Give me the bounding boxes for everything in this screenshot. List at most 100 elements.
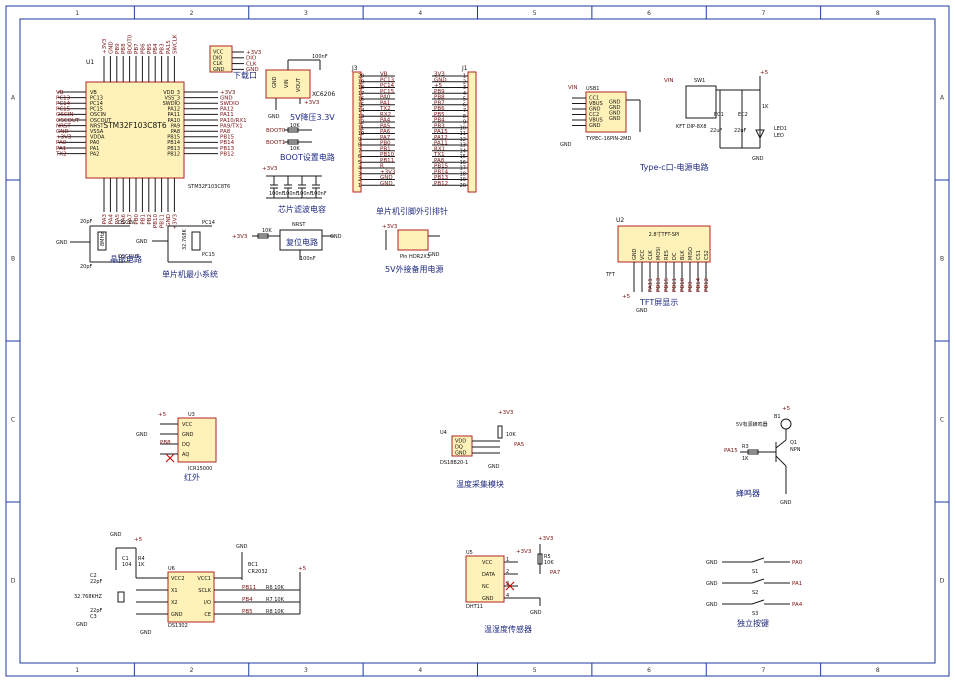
crystal-32k: 32.768K: [182, 229, 188, 250]
section-boot: BOOT设置电路: [280, 152, 335, 162]
svg-text:+5: +5: [134, 537, 143, 543]
svg-text:NPN: NPN: [790, 447, 801, 453]
ds1302-pin: SCLK: [198, 588, 211, 594]
pushbutton-icon[interactable]: [751, 578, 765, 584]
u1-left-pin: PA2: [90, 151, 99, 157]
u1-top-net: PB7: [134, 43, 140, 54]
j3-pin-num: 5: [358, 160, 361, 166]
svg-text:GND: GND: [236, 544, 248, 550]
tft-net: PB14: [696, 277, 702, 292]
j1-pin-num: 16: [460, 160, 466, 166]
svg-text:EC1: EC1: [714, 112, 724, 118]
header-j3[interactable]: [352, 71, 362, 193]
svg-text:10K: 10K: [262, 228, 272, 234]
u1-right-pin: VSS_3: [165, 95, 180, 101]
j3-net: PA0: [380, 95, 391, 101]
dht11-sensor[interactable]: [465, 555, 505, 603]
u1-left-pin: VSSA: [90, 129, 104, 135]
u1-right-net: GND: [220, 95, 233, 101]
u1-right-pin: PA10: [168, 118, 180, 124]
j1-net: PA15: [434, 129, 448, 135]
u1-left-net: PC13: [56, 95, 71, 101]
j1-pin-num: 19: [460, 177, 466, 183]
svg-text:+3V3: +3V3: [232, 234, 248, 240]
pushbutton-icon[interactable]: [751, 599, 765, 605]
svg-text:ICR15000: ICR15000: [188, 466, 212, 472]
svg-text:U5: U5: [466, 550, 473, 556]
u1-left-net: VB: [56, 90, 64, 96]
dht11-pin: DATA: [482, 572, 495, 578]
svg-text:Q1: Q1: [790, 440, 797, 446]
svg-text:+3V3: +3V3: [382, 224, 398, 230]
j1-net: PB13: [434, 175, 449, 181]
u1-top-net: SWCLK: [172, 34, 178, 54]
j1-net: PB15: [434, 164, 449, 170]
download-connector[interactable]: [209, 45, 233, 73]
pushbutton-icon[interactable]: [751, 557, 765, 563]
download-pin: GND: [213, 67, 225, 73]
u1-bottom-net: PB2: [147, 214, 153, 225]
header-j1[interactable]: [467, 71, 477, 193]
ds1302-pin: CE: [204, 612, 211, 618]
j1-net: PB4: [434, 118, 445, 124]
frame-col-label: 3: [304, 667, 308, 674]
key-ref: S3: [752, 611, 758, 617]
j1-net: PB7: [434, 100, 445, 106]
u1-bottom-net: PB11: [160, 214, 166, 228]
u1-right-pin: PA11: [168, 112, 180, 118]
j3-pin-num: 17: [358, 91, 364, 97]
j3-net: PA5: [380, 123, 391, 129]
svg-text:104: 104: [122, 562, 132, 568]
typec-connector[interactable]: [585, 91, 627, 133]
section-decoupling: 芯片滤波电容: [278, 204, 326, 214]
j3-pin-num: 14: [358, 108, 364, 114]
frame-col-label: 8: [876, 667, 880, 674]
svg-text:DHT11: DHT11: [466, 604, 483, 610]
svg-text:2.8寸TFT-SPI: 2.8寸TFT-SPI: [649, 231, 680, 238]
u1-chip[interactable]: [85, 81, 185, 179]
ir-receiver[interactable]: [177, 417, 217, 463]
j1-net: TX1: [433, 152, 445, 158]
decap-value: 100nF: [283, 191, 299, 197]
u1-right-net: SWDIO: [220, 101, 240, 107]
tft-pin: RES: [664, 250, 670, 260]
u1-top-net: PB9: [115, 43, 121, 54]
frame-row-label: A: [11, 95, 16, 102]
typec-block: VIN USB1 CC1VBUSGNDCC2VBUSGNDGNDGNDGNDGN…: [560, 85, 641, 148]
svg-text:+3V3: +3V3: [498, 410, 514, 416]
u1-left-net: OSCIN: [56, 112, 73, 118]
u1-name: STM32F103C8T6: [103, 121, 167, 130]
j3-pin-num: 6: [358, 154, 361, 160]
ds1302-resistor: R8 10K: [266, 609, 285, 615]
svg-text:GND: GND: [488, 464, 500, 470]
frame-col-label: 4: [418, 667, 422, 674]
ds1302-chip[interactable]: [167, 571, 215, 623]
ldo-out: +3V3: [304, 100, 320, 106]
j3-net: R: [380, 164, 384, 170]
ir-pin: AQ: [182, 452, 189, 458]
ds18b20-sensor[interactable]: [451, 435, 473, 457]
svg-text:PA7: PA7: [550, 570, 561, 576]
svg-text:22pF: 22pF: [90, 608, 103, 614]
u1-right-net: PA11: [220, 112, 234, 118]
section-ldo: 5V降压3.3V: [290, 112, 335, 122]
svg-text:PA15: PA15: [724, 448, 738, 454]
dht11-pin-num: 4: [506, 593, 509, 599]
svg-text:CR2032: CR2032: [248, 569, 268, 575]
j3-net: PA6: [380, 129, 391, 135]
tft-module[interactable]: [617, 225, 711, 263]
ir-pin: GND: [182, 432, 194, 438]
j3-net: PA1: [380, 100, 390, 106]
ds1302-pin: GND: [171, 612, 183, 618]
dip-switch[interactable]: [685, 85, 717, 119]
ldo-chip[interactable]: [265, 69, 311, 99]
frame-col-label: 2: [190, 10, 194, 17]
svg-text:DS1302: DS1302: [168, 623, 188, 629]
ext-power-header[interactable]: [397, 229, 429, 251]
typec-pin: VBUS: [589, 101, 603, 107]
tft-pin: CS1: [696, 250, 702, 260]
section-typec: Type-c口-电源电路: [639, 162, 709, 172]
